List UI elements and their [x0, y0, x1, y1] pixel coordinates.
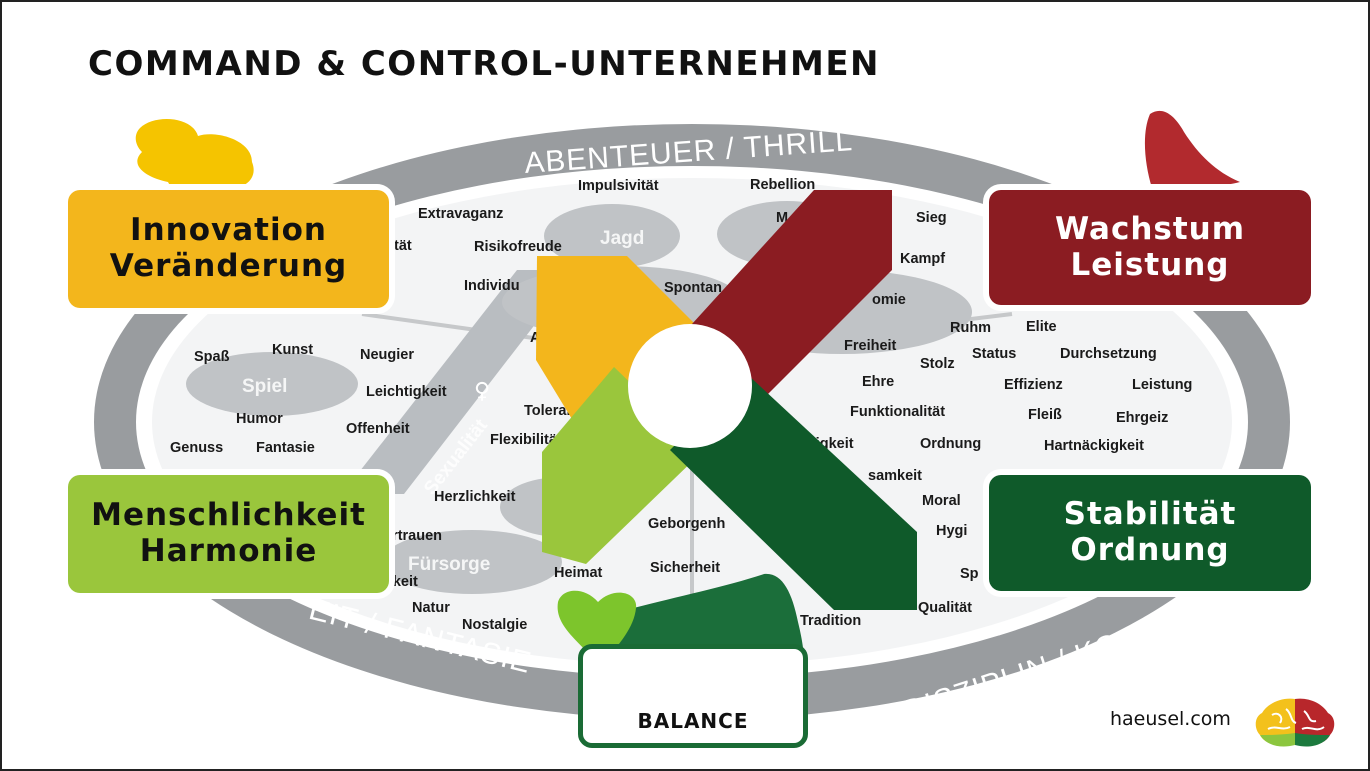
box-line1: Wachstum [1054, 210, 1246, 247]
arrow-dark-green [670, 374, 917, 610]
word: Nostalgie [462, 617, 527, 633]
word: Neugier [360, 347, 414, 363]
word: Geborgenh [648, 516, 725, 532]
box-line1: Stabilität [1063, 496, 1237, 533]
word: Ehre [862, 374, 894, 390]
heart-icon [557, 590, 637, 666]
cluster-label-jagd: Jagd [600, 228, 644, 249]
word: Status [972, 346, 1016, 362]
page-title: COMMAND & CONTROL-UNTERNEHMEN [88, 44, 881, 84]
word: samkeit [868, 468, 922, 484]
balance-label: BALANCE [637, 709, 749, 733]
box-line2: Ordnung [1070, 532, 1230, 568]
word: Leistung [1132, 377, 1192, 393]
word: Hartnäckigkeit [1044, 438, 1144, 454]
word: Spaß [194, 349, 230, 365]
word: A [530, 330, 541, 346]
word: Stolz [920, 356, 955, 372]
word: Kampf [900, 251, 945, 267]
word: Extravaganz [418, 206, 503, 222]
word: Leichtigkeit [366, 384, 447, 400]
word: Risikofreude [474, 239, 562, 255]
word: Herzlichkeit [434, 489, 516, 505]
word: Rebellion [750, 177, 815, 193]
box-line1: Menschlichkeit [91, 497, 366, 534]
word: Durchsetzung [1060, 346, 1157, 362]
sexuality-band [342, 270, 577, 494]
red-blob [1144, 110, 1240, 189]
box-innovation: Innovation Veränderung [68, 190, 389, 308]
word: Sieg [916, 210, 947, 226]
balance-box: BALANCE [578, 644, 808, 748]
cluster-spiel-shape [186, 352, 358, 416]
word: Ordnung [920, 436, 981, 452]
venus-symbol: ♀ [474, 379, 490, 404]
box-line1: Innovation [130, 212, 327, 249]
box-menschlichkeit: Menschlichkeit Harmonie [68, 475, 389, 593]
brain-logo [1255, 698, 1335, 747]
cluster-label-fuersorge: Fürsorge [408, 554, 490, 575]
arrow-red [692, 190, 892, 402]
word: Kunst [272, 342, 313, 358]
word: Hygi [936, 523, 967, 539]
word: Ehrgeiz [1116, 410, 1168, 426]
word: Sp [960, 566, 979, 582]
guide-line [361, 312, 563, 344]
word: Natur [412, 600, 450, 616]
word: Effizienz [1004, 377, 1063, 393]
word: Freiheit [844, 338, 897, 354]
word: Ruhm [950, 320, 991, 336]
word: Sicherheit [650, 560, 720, 576]
word: Fantasie [256, 440, 315, 456]
center-circle [628, 324, 752, 448]
word: Flexibilität [490, 432, 562, 448]
word: Impulsivität [578, 178, 659, 194]
word: ertrauen [384, 528, 442, 544]
word: Moral [922, 493, 961, 509]
box-stabilitaet: Stabilität Ordnung [989, 475, 1311, 591]
value-words: Impulsivität Rebellion Extravaganz M Sie… [170, 177, 1192, 633]
cluster-jagd-shape [544, 204, 680, 268]
cluster-fuersorge-shape [382, 530, 562, 594]
word: ität [390, 238, 412, 254]
word: Tradition [800, 613, 861, 629]
box-line2: Veränderung [109, 248, 348, 284]
word: Offenheit [346, 421, 410, 437]
box-wachstum: Wachstum Leistung [989, 190, 1311, 305]
yellow-blob [135, 118, 254, 194]
word: Individu [464, 278, 520, 294]
word: Genuss [170, 440, 223, 456]
site-url: haeusel.com [1110, 708, 1231, 730]
box-line2: Harmonie [139, 533, 318, 569]
word: Spontan [664, 280, 722, 296]
word: gkeit [384, 574, 418, 590]
word: Elite [1026, 319, 1057, 335]
word: Humor [236, 411, 283, 427]
word: Funktionalität [850, 404, 945, 420]
word: Fleiß [1028, 407, 1062, 423]
arrow-yellow [536, 256, 707, 452]
cluster-label-spiel: Spiel [242, 376, 287, 397]
word: omie [872, 292, 906, 308]
word: Heimat [554, 565, 603, 581]
box-line2: Leistung [1070, 246, 1230, 283]
word: Qualität [918, 600, 972, 616]
